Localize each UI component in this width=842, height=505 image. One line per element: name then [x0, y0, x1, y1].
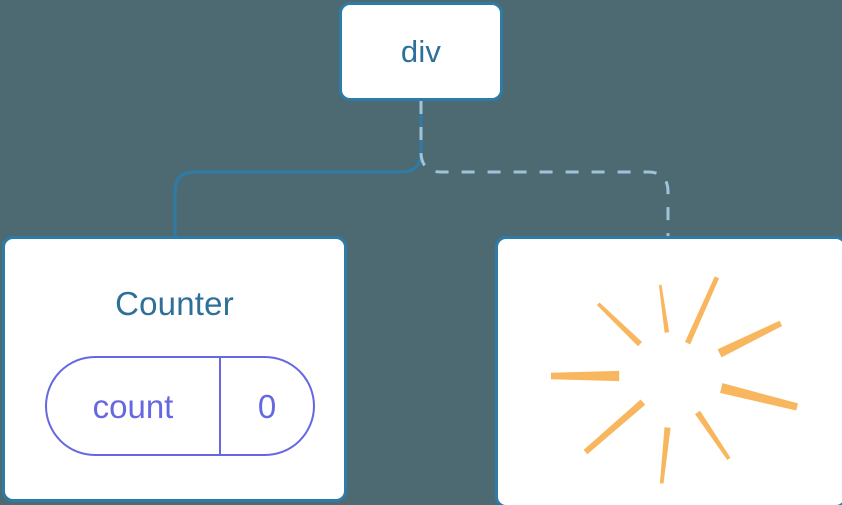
sparkle-ray-1: [685, 276, 720, 345]
sparkle-ray-2: [658, 284, 670, 333]
node-div-label: div: [400, 34, 442, 69]
sparkle-ray-8: [720, 383, 798, 411]
sparkle-ray-7: [695, 410, 731, 460]
edge-div-to-sparkle: [419, 101, 670, 238]
sparkle-ray-4: [551, 370, 620, 382]
sparkle-ray-6: [659, 427, 671, 484]
state-key-cell: count: [47, 358, 221, 454]
sparkle-ray-5: [583, 399, 646, 455]
state-value-label: 0: [257, 387, 277, 425]
node-sparkle[interactable]: [495, 236, 842, 505]
node-counter[interactable]: Counter count 0: [2, 236, 347, 502]
edge-div-to-counter: [173, 101, 423, 238]
sparkle-ray-9: [717, 320, 783, 358]
node-counter-label: Counter: [115, 285, 234, 322]
state-pill[interactable]: count 0: [45, 356, 315, 456]
sparkle-ray-3: [596, 302, 642, 347]
sparkle-burst-icon: [551, 276, 798, 484]
state-value-cell: 0: [221, 358, 313, 454]
node-div[interactable]: div: [339, 2, 503, 101]
state-key-label: count: [92, 387, 174, 425]
